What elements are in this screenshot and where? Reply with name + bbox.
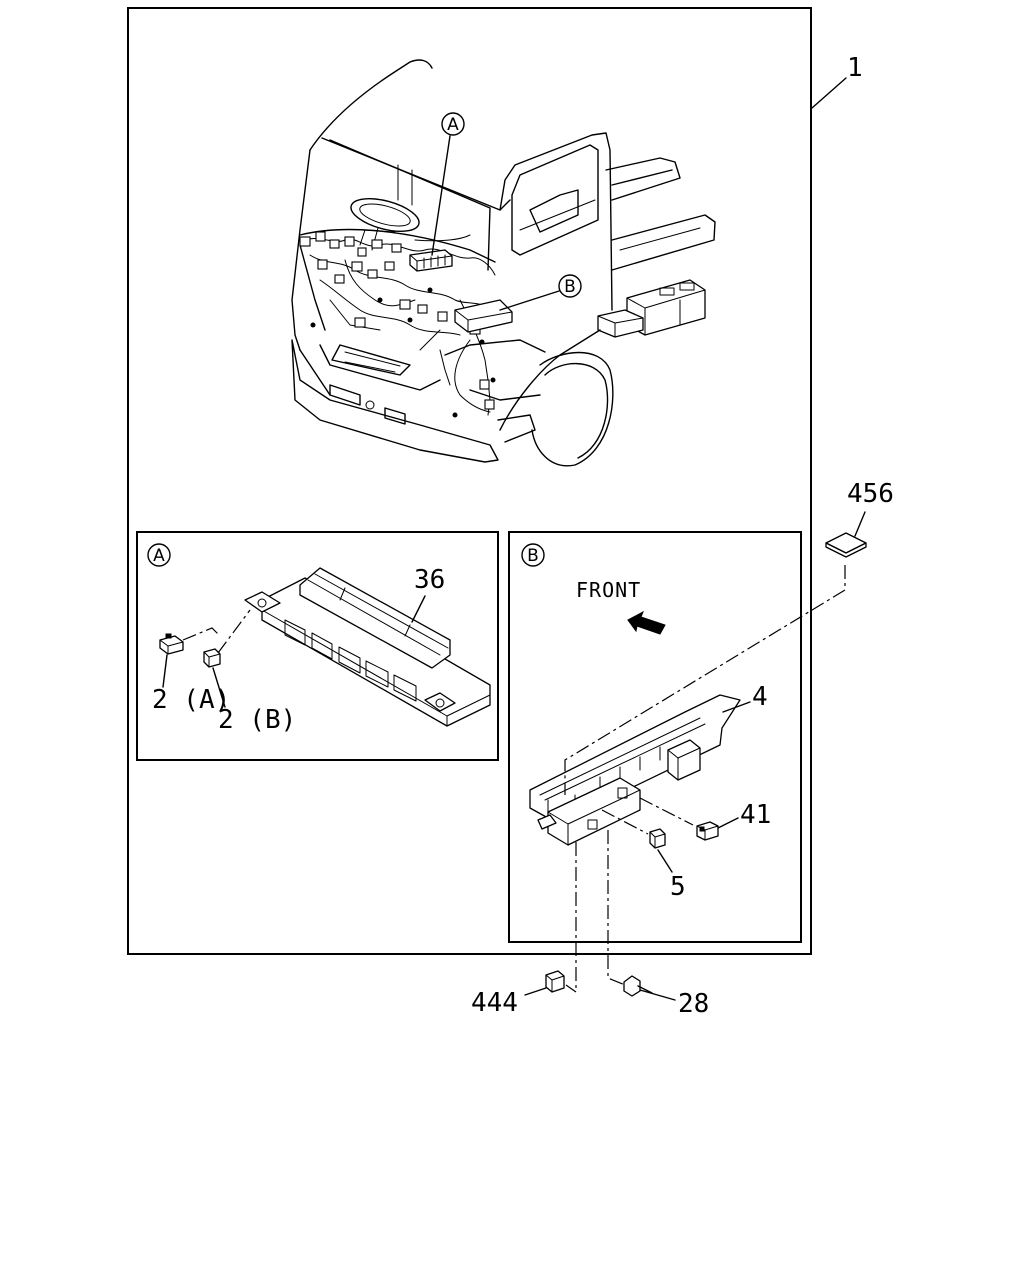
detail-marker-a-label: A [447,115,459,135]
part-444-clip: 444 [471,842,577,1018]
part-36-junction-block [244,567,491,727]
front-arrow-icon [627,610,666,635]
callout-456-label: 456 [847,479,894,509]
detail-b-circle-marker [521,543,545,567]
callout-28-label: 28 [678,989,709,1019]
detail-a-title: A [153,546,165,566]
part-2a-relay [159,633,184,655]
part-5-clip [649,828,666,849]
part-28-bolt: 28 [607,830,709,1019]
detail-b-title: B [527,546,539,566]
callout-444-label: 444 [471,988,518,1018]
callout-2b-label: 2 (B) [218,705,296,735]
callout-41-label: 41 [740,800,771,830]
detail-marker-b: B [499,274,582,311]
detail-view-b: B FRONT 4 [508,531,802,943]
detail-marker-a: A [431,112,465,256]
part-2b-relay [203,648,221,668]
assembly-frame [127,7,812,955]
truck-cab-illustration [291,59,716,467]
part-456-pad: 456 [564,479,894,795]
callout-36-label: 36 [414,565,445,595]
detail-b-frame [508,531,802,943]
part-41-clip [696,821,719,841]
front-direction-label: FRONT [576,578,641,602]
callout-4-label: 4 [752,682,768,712]
detail-a-circle-marker [147,543,171,567]
detail-marker-b-label: B [564,277,576,297]
detail-view-a: A 36 [136,531,499,761]
part-4-bracket [529,694,741,846]
detail-a-frame [136,531,499,761]
callout-2a-label: 2 (A) [152,685,230,715]
callout-5-label: 5 [670,872,686,902]
callout-1-label: 1 [847,53,863,83]
callout-1: 1 [811,53,863,109]
